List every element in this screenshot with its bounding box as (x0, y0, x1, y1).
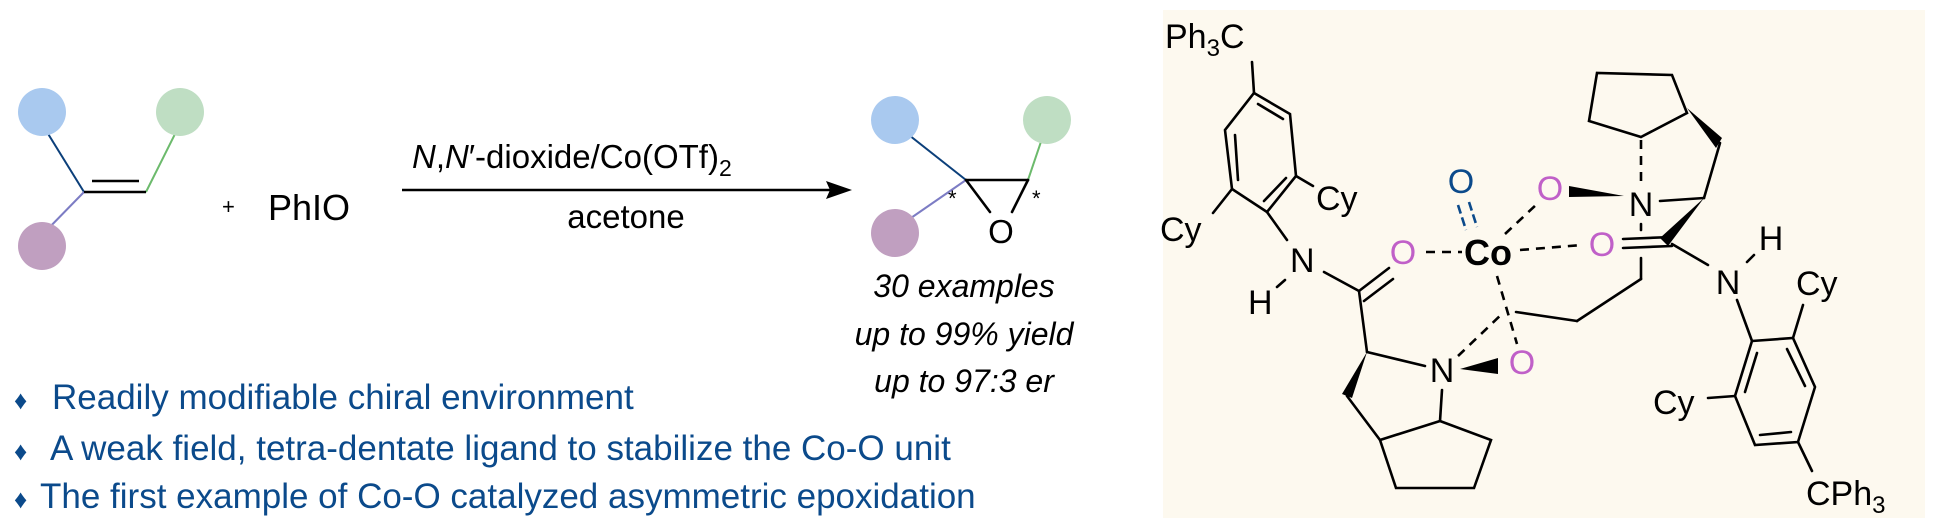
reagent-phio: PhIO (268, 187, 350, 228)
plus-sign: + (222, 194, 235, 219)
ph3c-group-label: Ph3C (1165, 18, 1245, 62)
carbonyl-oxygen-label: O (1589, 226, 1615, 264)
catalyst-panel (1163, 10, 1925, 518)
stereocenter-mark: * (948, 186, 957, 211)
cyclohexyl-label: Cy (1653, 384, 1695, 422)
cyclohexyl-label: Cy (1316, 180, 1358, 218)
result-examples: 30 examples (873, 268, 1054, 304)
n-oxide-oxygen-label: O (1537, 170, 1563, 208)
n-oxide-nitrogen-label: N (1629, 186, 1654, 224)
feature-item: A weak field, tetra-dentate ligand to st… (50, 429, 951, 468)
substituent-purple (18, 222, 66, 270)
n-oxide-nitrogen-label: N (1430, 352, 1455, 390)
stereocenter-mark: * (1032, 186, 1041, 211)
epoxide-oxygen: O (988, 213, 1014, 250)
catalyst-conditions: N,N′-dioxide/Co(OTf)2 (412, 138, 732, 181)
substituent-green (156, 88, 204, 136)
results-summary: 30 examples up to 99% yield up to 97:3 e… (855, 268, 1075, 399)
feature-item: The first example of Co-O catalyzed asym… (40, 477, 976, 516)
amide-hydrogen-label: H (1248, 284, 1273, 322)
substituent-green (1023, 96, 1071, 144)
amide-hydrogen-label: H (1759, 220, 1784, 258)
bullet-diamond-icon: ♦ (14, 385, 27, 415)
cobalt-label: Co (1464, 232, 1512, 273)
substituent-blue (18, 88, 66, 136)
substituent-blue (871, 96, 919, 144)
cph3-group-label: CPh3 (1806, 475, 1886, 519)
result-er: up to 97:3 er (874, 363, 1055, 399)
oxo-oxygen-label: O (1448, 163, 1474, 201)
epoxide-product: * * O (871, 96, 1071, 257)
n-oxide-oxygen-label: O (1509, 344, 1535, 382)
cyclohexyl-label: Cy (1160, 211, 1202, 249)
amide-nitrogen-label: N (1716, 264, 1741, 302)
cobalt-oxo-complex: Ph3C Cy Cy N H O N O Co O O N O N H Cy C… (1160, 18, 1886, 519)
feature-list: ♦ Readily modifiable chiral environment … (14, 378, 976, 516)
solvent-label: acetone (567, 198, 684, 235)
feature-item: Readily modifiable chiral environment (52, 378, 634, 417)
amide-nitrogen-label: N (1290, 242, 1315, 280)
result-yield: up to 99% yield (855, 316, 1075, 352)
carbonyl-oxygen-label: O (1390, 234, 1416, 272)
cyclohexyl-label: Cy (1796, 265, 1838, 303)
reaction-arrow (402, 181, 852, 199)
bullet-diamond-icon: ♦ (14, 436, 27, 466)
bullet-diamond-icon: ♦ (14, 484, 27, 514)
substituent-purple (871, 209, 919, 257)
alkene-substrate (18, 88, 204, 270)
